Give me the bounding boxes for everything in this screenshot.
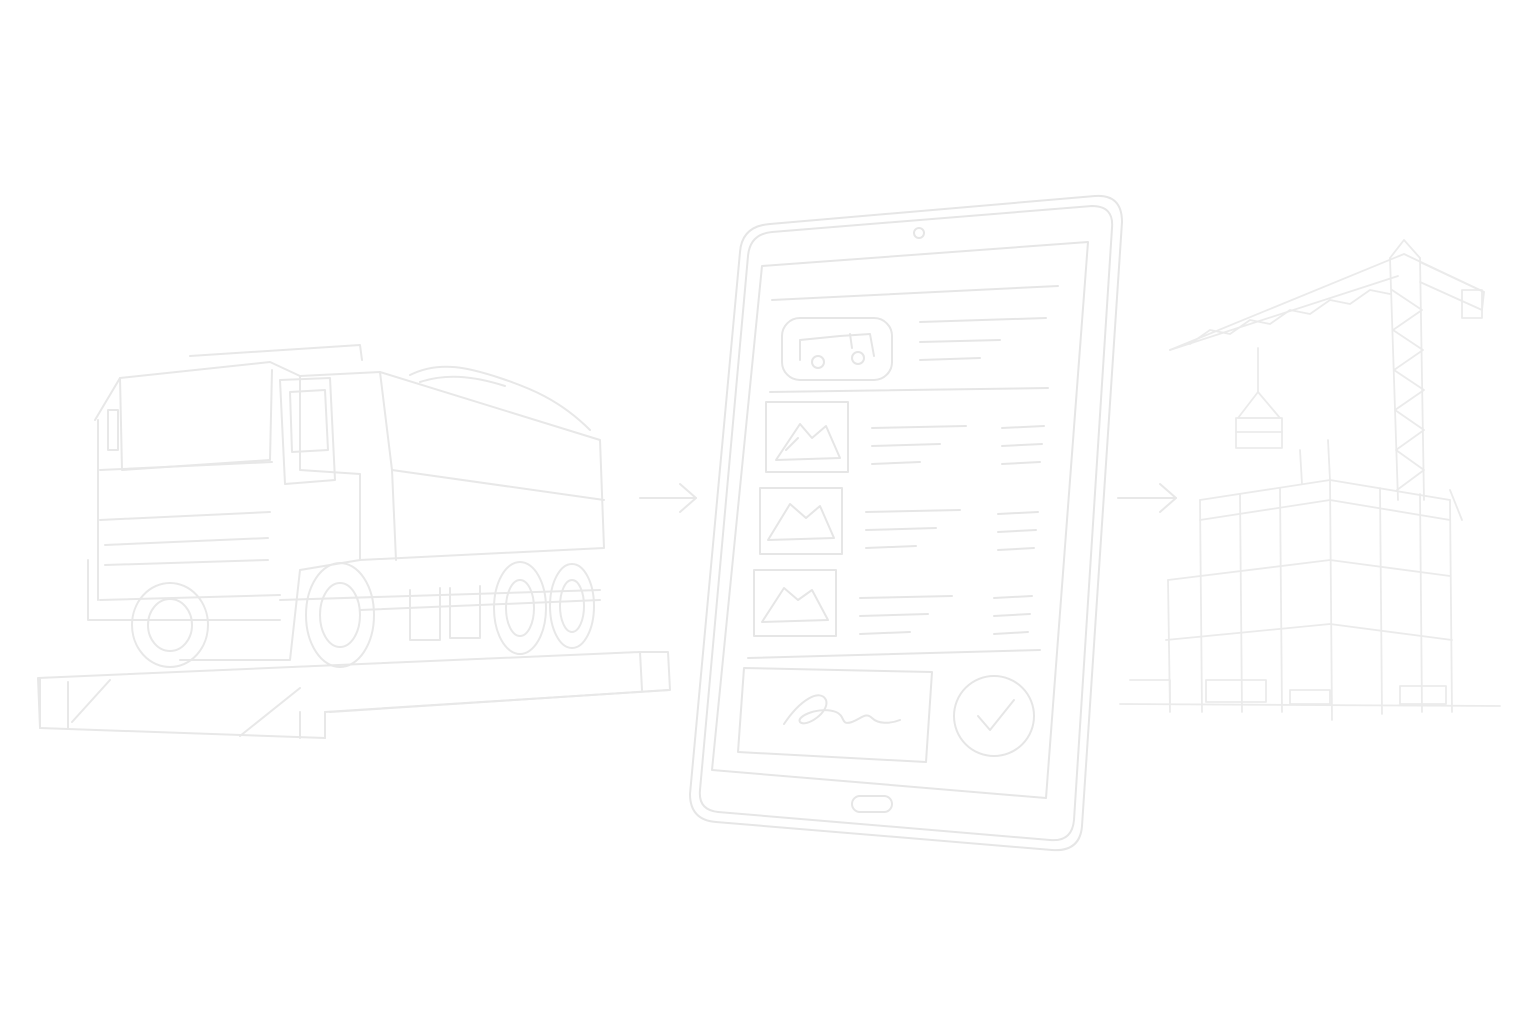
arrow-right-icon [639,483,697,513]
camera-icon [913,227,925,239]
arrow-right-icon [1117,483,1177,513]
construction-site-crane-icon [1119,239,1501,721]
material-pile-icon [767,503,835,541]
screen-row [765,401,1045,473]
truck-icon [799,333,875,369]
checkmark-circle-icon [953,675,1035,757]
home-button-icon [851,795,893,813]
material-pile-icon [775,423,841,461]
material-pile-icon [761,587,829,623]
screen-row [769,317,1049,393]
dump-truck-on-weighbridge-icon [37,344,671,739]
weighbridge-icon [37,651,671,739]
signature-icon [783,694,901,725]
tablet-screen [711,241,1089,799]
tablet-delivery-ticket-icon [689,194,1123,852]
screen-row [759,487,1039,555]
truck-icon [87,344,605,668]
tower-crane-icon [1169,239,1485,501]
screen-row [753,569,1033,637]
rear-wheel-icon [549,563,595,649]
rear-wheel-icon [493,561,547,655]
front-wheel-icon [131,582,209,668]
building-under-construction-icon [1119,439,1501,721]
rear-wheel-icon [305,562,375,668]
tablet-frame [689,194,1123,852]
signature-box [737,667,933,763]
